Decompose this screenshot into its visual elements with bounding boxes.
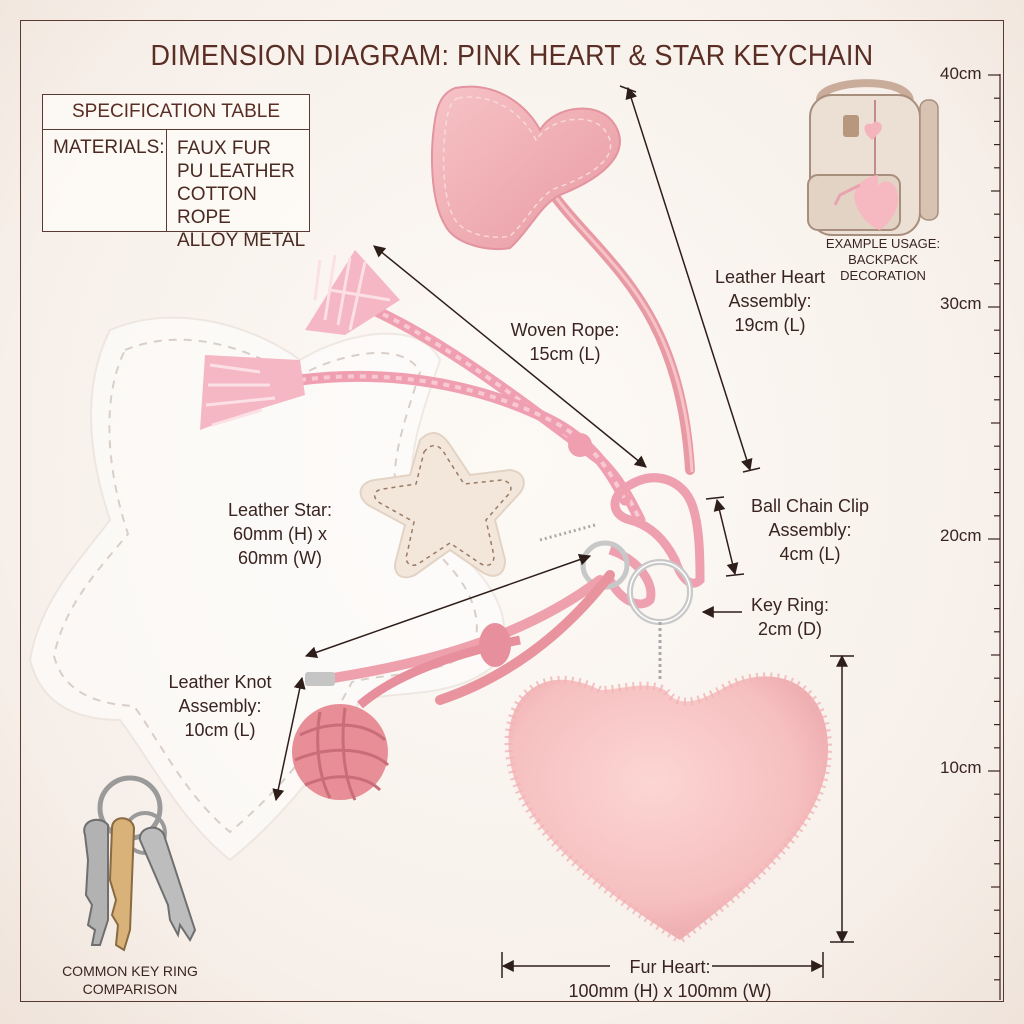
material-item: ALLOY METAL	[177, 230, 306, 251]
example-usage-line: BACKPACK DECORATION	[840, 252, 926, 283]
label-line: Assembly:	[728, 291, 812, 311]
label-line: 60mm (H) x	[233, 524, 327, 544]
label-line: Assembly:	[768, 520, 852, 540]
material-item: COTTON ROPE	[177, 184, 257, 228]
label-line: 10cm (L)	[184, 720, 256, 740]
woven-rope-label: Woven Rope: 15cm (L)	[490, 318, 640, 366]
label-line: Leather Heart	[714, 267, 826, 287]
material-item: PU LEATHER	[177, 161, 295, 182]
ruler-mark-label: 10cm	[940, 758, 982, 777]
fur-heart-label: Fur Heart: 100mm (H) x 100mm (W)	[520, 955, 820, 1003]
caption-line: COMMON KEY RING	[62, 963, 198, 979]
material-item: FAUX FUR	[177, 138, 271, 159]
example-usage-caption: EXAMPLE USAGE: BACKPACK DECORATION	[808, 236, 958, 284]
materials-label: MATERIALS:	[43, 129, 167, 231]
fur-heart-charm	[504, 672, 833, 945]
diagram-frame	[20, 20, 1004, 1002]
label-line: Leather Knot	[168, 672, 272, 692]
leather-star-label: Leather Star: 60mm (H) x 60mm (W)	[210, 498, 350, 570]
label-line: Leather Star:	[227, 500, 333, 520]
example-usage-line: EXAMPLE USAGE:	[825, 236, 941, 251]
leather-knot-label: Leather Knot Assembly: 10cm (L)	[150, 670, 290, 742]
label-line: 4cm (L)	[779, 544, 841, 564]
key-comparison-caption: COMMON KEY RING COMPARISON	[45, 962, 215, 998]
spec-table-header: SPECIFICATION TABLE	[43, 95, 309, 130]
label-line: Fur Heart:	[629, 957, 711, 977]
ruler-mark-label: 30cm	[940, 294, 982, 313]
common-keys-illustration	[83, 775, 197, 952]
label-line: 60mm (W)	[238, 548, 322, 568]
materials-list: FAUX FUR PU LEATHER COTTON ROPE ALLOY ME…	[177, 137, 309, 252]
ball-chain-label: Ball Chain Clip Assembly: 4cm (L)	[735, 494, 885, 566]
key-ring-label: Key Ring: 2cm (D)	[735, 593, 845, 641]
backpack-illustration	[807, 79, 939, 236]
label-line: 2cm (D)	[758, 619, 822, 639]
clip-and-rings	[580, 473, 705, 680]
label-line: Ball Chain Clip	[750, 496, 870, 516]
leather-heart-label: Leather Heart Assembly: 19cm (L)	[690, 265, 850, 337]
page-title: DIMENSION DIAGRAM: PINK HEART & STAR KEY…	[150, 40, 874, 72]
specification-table: SPECIFICATION TABLE MATERIALS: FAUX FUR …	[42, 94, 310, 251]
label-line: Assembly:	[178, 696, 262, 716]
label-line: Woven Rope:	[510, 320, 620, 340]
side-ruler	[988, 74, 1001, 1000]
label-line: 100mm (H) x 100mm (W)	[568, 981, 772, 1001]
label-line: Key Ring:	[750, 595, 830, 615]
ruler-mark-label: 20cm	[940, 526, 982, 545]
dimension-lines	[272, 85, 854, 978]
leather-heart-charm	[431, 85, 695, 475]
caption-line: COMPARISON	[82, 981, 178, 997]
label-line: 15cm (L)	[529, 344, 601, 364]
ruler-mark-label: 40cm	[940, 64, 982, 83]
label-line: 19cm (L)	[734, 315, 806, 335]
